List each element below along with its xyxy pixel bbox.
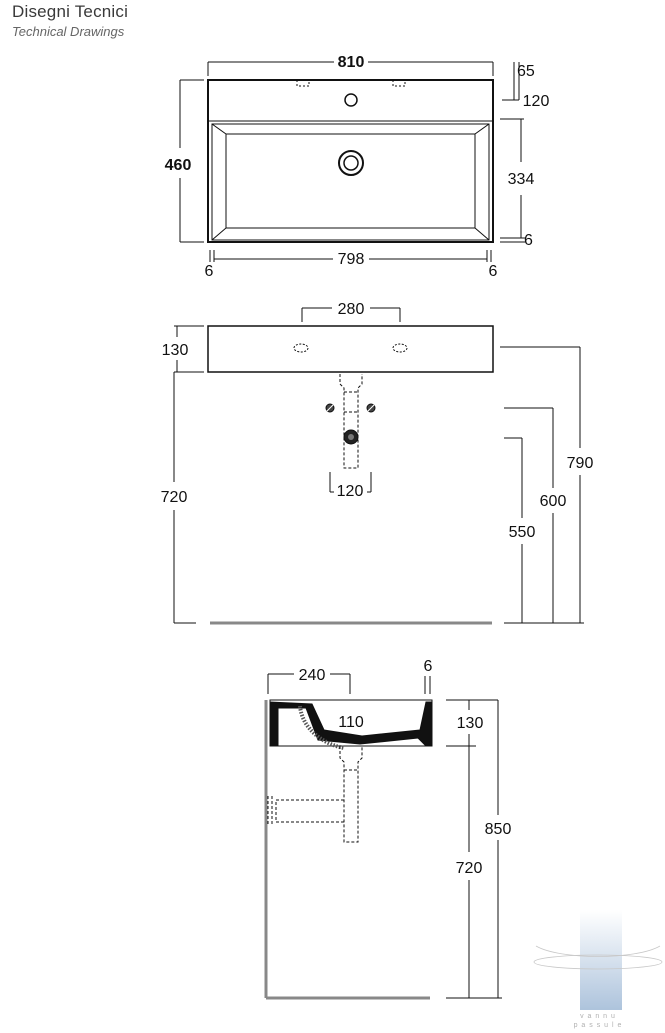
watermark-line2: p a s s u l e	[574, 1022, 623, 1029]
top-view	[207, 79, 494, 243]
dim-bottom-margin: 6	[524, 232, 533, 249]
overflow-mark-right	[392, 80, 406, 87]
brand-watermark: v a n n u p a s s u l e	[533, 910, 663, 1029]
dim-rim-offset: 65	[517, 63, 535, 80]
dim-height-drain: 550	[509, 524, 536, 541]
front-view-dimensions	[173, 307, 584, 624]
dim-side-basin-height: 130	[457, 715, 484, 732]
dim-rim-depth: 120	[523, 93, 550, 110]
page-title: Disegni Tecnici	[12, 2, 129, 21]
dim-side-wall-thickness: 6	[424, 658, 433, 675]
page-subtitle: Technical Drawings	[12, 24, 125, 39]
side-waste-pipe	[267, 746, 363, 843]
top-view-outline	[207, 79, 494, 243]
dim-depth: 460	[165, 157, 192, 174]
dim-width: 810	[338, 54, 365, 71]
front-basin	[207, 325, 494, 373]
dim-bowl-depth: 334	[508, 171, 535, 188]
top-view-bowl	[211, 123, 490, 241]
dim-side-mount-height: 720	[456, 860, 483, 877]
dim-side-left: 6	[205, 263, 214, 280]
page-header: Disegni Tecnici Technical Drawings	[12, 2, 128, 39]
dim-tap-spacing: 280	[338, 301, 365, 318]
dim-front-basin-height: 130	[162, 342, 189, 359]
side-hose	[298, 705, 345, 750]
front-view	[207, 325, 494, 625]
dim-inner-width: 798	[338, 251, 365, 268]
side-view-dimensions	[267, 673, 502, 999]
top-view-dimensions	[179, 61, 526, 262]
dim-front-mount-height: 720	[161, 489, 188, 506]
dim-trap-width: 120	[337, 483, 364, 500]
dim-side-total-height: 850	[485, 821, 512, 838]
front-overflow-right	[392, 343, 408, 353]
front-overflow-left	[293, 343, 309, 353]
dim-side-waste: 110	[338, 714, 364, 731]
dim-height-total: 790	[567, 455, 594, 472]
drain-outer	[338, 150, 364, 176]
front-valve-left	[325, 403, 335, 413]
tap-hole	[344, 93, 358, 107]
dim-height-valves: 600	[540, 493, 567, 510]
front-waste-pipe	[339, 374, 363, 469]
drain-inner	[343, 155, 359, 171]
side-view	[264, 699, 433, 1000]
front-valve-right	[366, 403, 376, 413]
side-basin-shell	[269, 701, 433, 747]
dim-side-right: 6	[489, 263, 498, 280]
top-view-bowl-inner	[225, 133, 476, 229]
watermark-line1: v a n n u	[580, 1013, 616, 1020]
overflow-mark-left	[296, 80, 310, 87]
dim-side-projection: 240	[299, 667, 326, 684]
